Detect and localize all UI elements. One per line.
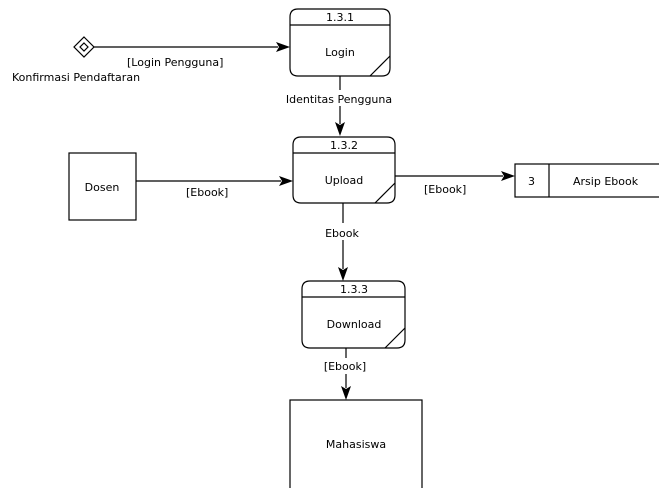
flow-login-pengguna-arrow [276, 42, 290, 52]
flow-download-ebook-label: [Ebook] [324, 360, 366, 373]
process-login-number: 1.3.1 [326, 11, 354, 24]
flow-dosen-ebook-arrow [279, 176, 293, 186]
entity-dosen[interactable] [68, 152, 137, 221]
flow-ebook-label: Ebook [325, 227, 359, 240]
entity-mahasiswa[interactable] [289, 399, 423, 488]
process-login-label: Login [325, 46, 355, 59]
process-download-label: Download [327, 318, 382, 331]
datastore-label: Arsip Ebook [573, 175, 639, 188]
datastore-arsip-ebook[interactable] [514, 163, 659, 198]
datastore-number: 3 [528, 175, 535, 188]
process-download[interactable] [301, 280, 406, 349]
flow-upload-ebook-label: [Ebook] [424, 183, 466, 196]
process-upload[interactable] [292, 136, 396, 204]
process-upload-number: 1.3.2 [330, 139, 358, 152]
flow-upload-ebook-arrow [501, 171, 515, 181]
flow-ebook-arrow [338, 267, 348, 281]
process-login[interactable] [289, 8, 391, 77]
external-input-diamond[interactable] [73, 36, 95, 58]
flow-login-pengguna-label: [Login Pengguna] [127, 56, 223, 69]
process-download-number: 1.3.3 [340, 283, 368, 296]
process-upload-label: Upload [325, 174, 364, 187]
flow-dosen-ebook-label: [Ebook] [186, 186, 228, 199]
flow-identitas-arrow [335, 122, 345, 136]
entity-mahasiswa-label: Mahasiswa [326, 438, 386, 451]
entity-dosen-label: Dosen [85, 181, 120, 194]
flow-download-ebook-arrow [341, 386, 351, 400]
external-input-label: Konfirmasi Pendaftaran [12, 71, 140, 84]
flow-identitas-label: Identitas Pengguna [286, 93, 392, 106]
